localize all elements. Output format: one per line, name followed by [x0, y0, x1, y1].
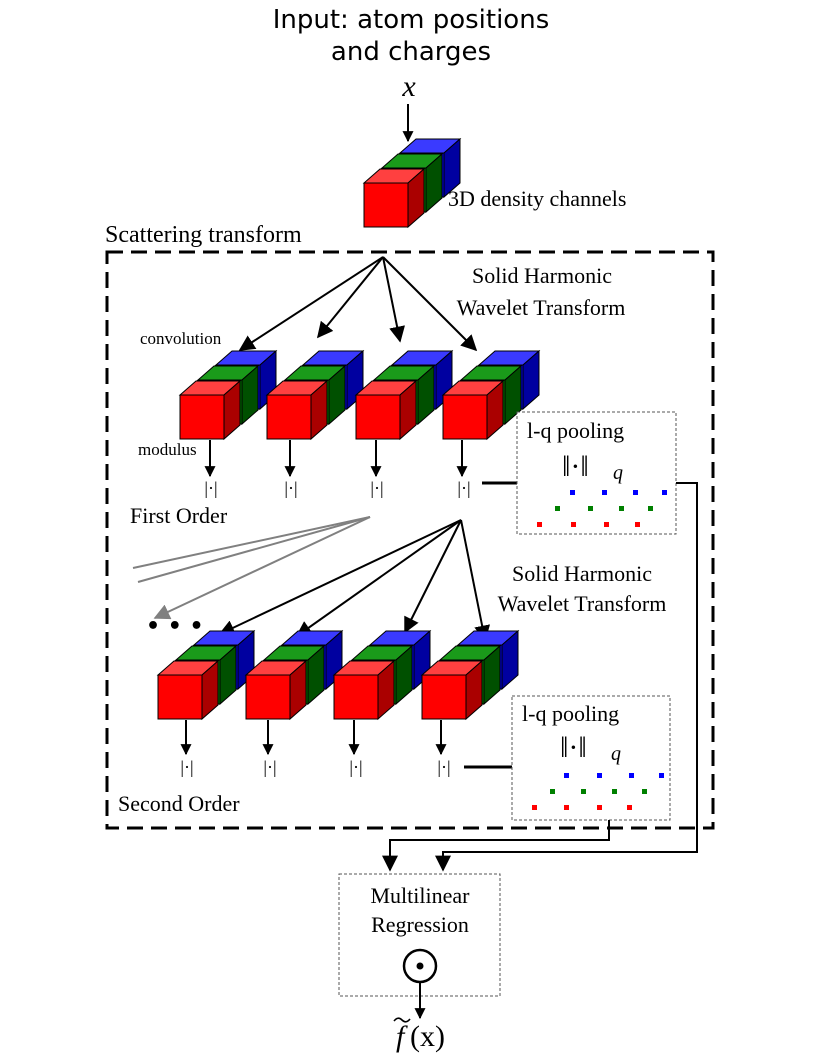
first-order-fan-arrows	[238, 256, 478, 352]
scattering-box	[105, 250, 715, 830]
second-abs-symbol: |·|	[180, 757, 193, 777]
first-transform-line1: Solid Harmonic	[472, 263, 612, 288]
density-channels-cubes	[364, 139, 460, 227]
regression-line1: Multilinear	[371, 883, 471, 908]
output-function: f (x)	[393, 1017, 445, 1053]
second-abs-symbol: |·|	[437, 757, 450, 777]
first-pooling-norm: ‖·‖	[562, 450, 589, 483]
first-abs-symbol: |·|	[370, 478, 383, 498]
second-abs-symbol: |·|	[263, 757, 276, 777]
second-order-modulus-arrows	[180, 720, 447, 756]
second-order-label: Second Order	[118, 791, 240, 816]
first-abs-symbol: |·|	[284, 478, 297, 498]
connector-lines	[382, 482, 698, 872]
gray-fan-arrows	[132, 516, 371, 620]
second-transform-label-bg	[486, 560, 681, 618]
first-pooling-label: l-q pooling	[527, 418, 624, 443]
second-pooling-label: l-q pooling	[522, 701, 619, 726]
input-title-line1: Input: atom positions	[273, 5, 550, 35]
first-transform-line2: Wavelet Transform	[457, 295, 626, 320]
second-abs-symbol: |·|	[349, 757, 362, 777]
modulus-label: modulus	[138, 440, 197, 459]
scattering-label: Scattering transform	[105, 222, 302, 248]
first-abs-symbol: |·|	[457, 478, 470, 498]
second-order-cube-stack	[158, 631, 254, 719]
regression-box: Multilinear Regression	[338, 873, 501, 997]
pooled-dots	[532, 773, 664, 810]
first-order-cube-stack	[356, 351, 452, 439]
regression-line2: Regression	[371, 912, 469, 937]
second-order-fan-arrows	[218, 519, 491, 642]
second-pooling-norm: ‖·‖	[560, 731, 587, 764]
output-argument: (x)	[410, 1020, 445, 1053]
second-order-ellipsis: • • •	[146, 614, 204, 639]
first-pooling-subscript: q	[613, 462, 623, 484]
output-f: f	[396, 1020, 408, 1053]
first-pooling-box: l-q pooling ‖·‖ q	[516, 411, 677, 535]
first-abs-symbol: |·|	[204, 478, 217, 498]
input-variable: x	[401, 70, 416, 103]
second-transform-line1: Solid Harmonic	[512, 561, 652, 586]
second-order-cube-stack	[334, 631, 430, 719]
second-order-cube-stack	[246, 631, 342, 719]
second-order-cube-stack	[422, 631, 518, 719]
second-pooling-box: l-q pooling ‖·‖ q	[511, 695, 671, 821]
first-order-cube-stack	[180, 351, 276, 439]
first-order-label: First Order	[130, 503, 228, 528]
input-title-line2: and charges	[331, 37, 491, 67]
convolution-label: convolution	[140, 329, 222, 348]
first-order-cube-stack	[267, 351, 363, 439]
second-transform-line2: Wavelet Transform	[498, 591, 667, 616]
density-label: 3D density channels	[448, 186, 626, 211]
pooled-dots	[537, 490, 667, 527]
second-pooling-subscript: q	[611, 743, 621, 765]
first-order-modulus-arrows	[204, 440, 468, 478]
